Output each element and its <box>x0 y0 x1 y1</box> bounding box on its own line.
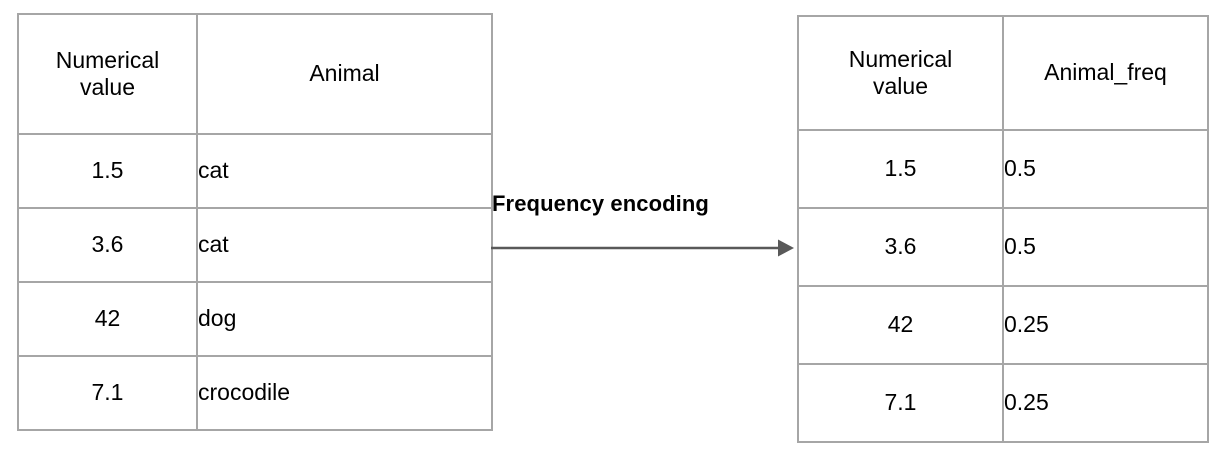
cell-animal: cat <box>196 133 493 209</box>
table-row: 42 0.25 <box>797 285 1209 365</box>
cell-numerical-value: 1.5 <box>17 133 198 209</box>
source-table: Numerical value Animal 1.5 cat 3.6 cat 4… <box>17 13 493 431</box>
result-table: Numerical value Animal_freq 1.5 0.5 3.6 … <box>797 15 1209 443</box>
cell-numerical-value: 42 <box>17 281 198 357</box>
column-header-numerical-value: Numerical value <box>17 13 198 135</box>
table-row: 3.6 cat <box>17 207 493 283</box>
cell-animal: cat <box>196 207 493 283</box>
table-header-row: Numerical value Animal <box>17 13 493 135</box>
table-row: 3.6 0.5 <box>797 207 1209 287</box>
table-row: 1.5 cat <box>17 133 493 209</box>
cell-animal: crocodile <box>196 355 493 431</box>
table-row: 7.1 0.25 <box>797 363 1209 443</box>
table-header-row: Numerical value Animal_freq <box>797 15 1209 131</box>
table-row: 7.1 crocodile <box>17 355 493 431</box>
cell-animal-freq: 0.5 <box>1002 207 1209 287</box>
cell-numerical-value: 7.1 <box>17 355 198 431</box>
cell-animal-freq: 0.5 <box>1002 129 1209 209</box>
cell-numerical-value: 3.6 <box>17 207 198 283</box>
cell-animal: dog <box>196 281 493 357</box>
cell-numerical-value: 42 <box>797 285 1004 365</box>
cell-animal-freq: 0.25 <box>1002 363 1209 443</box>
cell-numerical-value: 1.5 <box>797 129 1004 209</box>
arrow-label: Frequency encoding <box>492 191 709 216</box>
column-header-numerical-value: Numerical value <box>797 15 1004 131</box>
table-row: 1.5 0.5 <box>797 129 1209 209</box>
table-row: 42 dog <box>17 281 493 357</box>
arrow-right-icon <box>491 239 794 257</box>
column-header-animal-freq: Animal_freq <box>1002 15 1209 131</box>
cell-numerical-value: 7.1 <box>797 363 1004 443</box>
cell-animal-freq: 0.25 <box>1002 285 1209 365</box>
column-header-animal: Animal <box>196 13 493 135</box>
cell-numerical-value: 3.6 <box>797 207 1004 287</box>
